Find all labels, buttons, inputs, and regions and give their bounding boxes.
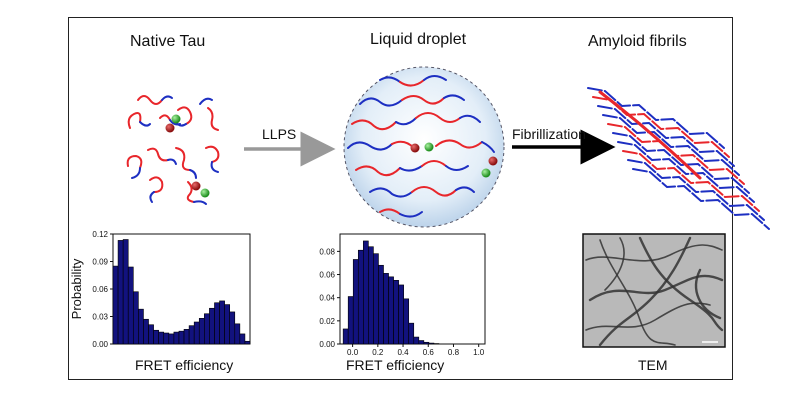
histogram-bar [183,329,190,345]
histogram-bar [153,329,159,345]
histogram-bar [122,239,129,345]
histogram-bar [178,330,185,345]
native-tau-title: Native Tau [130,33,206,50]
red-dye-icon [165,123,175,133]
y-tick-label: 0.08 [319,247,335,256]
middle-chart-xlabel: FRET efficiency [346,357,445,373]
x-tick-label: 0.2 [372,348,384,357]
histogram-bar [132,291,139,345]
liquid-droplet [343,66,505,228]
histogram-bar [423,341,430,345]
green-dye-icon [200,188,210,198]
histogram-bar [188,325,195,345]
histogram-bar [352,259,359,345]
red-dye-icon [488,156,498,166]
native-tau-chains [126,95,220,205]
x-tick-label: 0.4 [397,348,409,357]
histogram-bar [239,333,246,345]
y-tick-label: 0.06 [319,271,335,280]
histogram-bar [347,296,354,345]
y-tick-label: 0.00 [319,340,335,349]
histogram-bar [173,331,180,345]
histogram-bar [342,328,349,345]
y-tick-label: 0.04 [319,294,335,303]
histogram-bar [112,265,119,345]
x-tick-label: 1.0 [473,348,485,357]
fibrillization-label: Fibrillization [512,126,586,142]
red-dye-icon [410,143,420,153]
y-tick-label: 0.03 [92,313,108,322]
y-tick-label: 0.06 [92,285,108,294]
llps-label: LLPS [262,126,297,142]
histogram-bar [403,298,410,345]
amyloid-fibrils-title: Amyloid fibrils [588,33,687,50]
histogram-bar [214,302,220,345]
histogram-bar [204,313,210,345]
histogram-bar [219,300,225,345]
histogram-bar [198,318,205,345]
x-tick-label: 0.0 [347,348,359,357]
red-dye-icon [191,181,201,191]
y-tick-label: 0.09 [92,258,108,267]
histogram-bar [244,340,251,345]
histogram-bar [388,276,394,345]
histogram-bar [373,253,379,345]
histogram-bar [368,246,374,345]
histogram-bar [408,322,415,345]
histogram-bar [143,318,149,345]
histogram-bar [398,284,404,345]
green-dye-icon [171,114,181,124]
figure-border [68,17,733,380]
histogram-bar [413,336,420,345]
histogram-bar [158,331,165,345]
histogram-bar [229,311,236,345]
middle-fret-histogram: 0.0 0.2 0.4 0.6 0.8 1.0 0.00 0.02 0.04 0.06 0.08 [319,233,486,357]
amyloid-fibril-stack [587,87,770,230]
y-axis-label: Probability [69,258,84,319]
histogram-bar [418,340,425,345]
histogram-bar [383,273,389,345]
y-tick-label: 0.02 [319,317,335,326]
histogram-bar [148,324,154,345]
green-dye-icon [481,168,491,178]
y-tick-label: 0.00 [92,340,108,349]
histogram-bar [138,308,144,345]
x-tick-label: 0.8 [448,348,460,357]
green-dye-icon [424,142,434,152]
histogram-bar [357,249,364,345]
histogram-bar [209,307,215,345]
histogram-bar [168,333,175,345]
histogram-bar [117,240,124,345]
histogram-bar [224,304,231,345]
x-tick-label: 0.6 [423,348,435,357]
liquid-droplet-title: Liquid droplet [370,31,467,48]
histogram-bar [428,342,435,345]
tem-label: TEM [638,357,668,373]
histogram-bar [393,280,399,345]
histogram-bar [363,240,369,345]
y-tick-label: 0.12 [92,230,108,239]
histogram-bar [127,266,134,345]
histogram-bar [193,321,200,345]
tem-image [582,233,726,348]
histogram-bar [234,323,241,345]
left-chart-xlabel: FRET efficiency [135,357,234,373]
histogram-bar [163,332,170,345]
droplet-chains [347,75,495,218]
histogram-bar [378,264,384,345]
